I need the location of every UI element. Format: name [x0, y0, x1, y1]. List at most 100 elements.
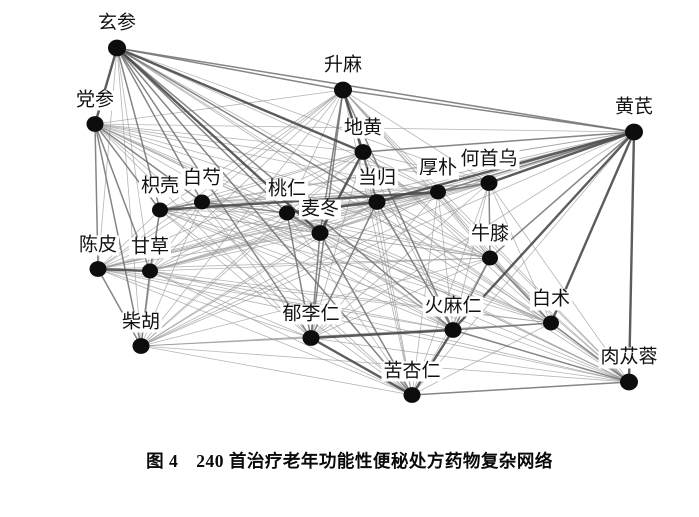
node-gancao [142, 263, 158, 279]
edge-shengma-chaihu [140, 89, 344, 347]
edge-xuanshen-chaihu [116, 47, 142, 347]
node-houpo [430, 184, 446, 200]
edge-maidong-baizhu [319, 232, 552, 324]
edge-houpo-gancao [149, 191, 439, 272]
node-zhiqiao [152, 202, 168, 218]
edge-niuxi-roucongrong [489, 257, 630, 383]
edge-danggui-maidong [319, 201, 378, 234]
edge-zhiqiao-gancao [149, 209, 161, 272]
node-niuxi [482, 250, 498, 266]
node-roucongrong [620, 373, 638, 391]
node-baishao [194, 194, 210, 210]
edge-yuliren-roucongrong [310, 337, 630, 383]
edge-gancao-yuliren [149, 270, 312, 339]
edge-zhiqiao-roucongrong [159, 209, 630, 383]
edge-xuanshen-danggui [116, 47, 378, 203]
edge-xuanshen-yuliren [116, 47, 312, 339]
edge-chaihu-kuxingren [140, 345, 413, 396]
edge-zhiqiao-baizhu [159, 209, 552, 324]
edge-huangqi-roucongrong [627, 131, 636, 383]
edge-shengma-kuxingren [342, 89, 413, 396]
edge-huangqi-huomaren [452, 131, 635, 331]
edge-xuanshen-heshouwu [116, 47, 490, 184]
edge-danggui-roucongrong [376, 201, 630, 383]
edge-maidong-niuxi [319, 232, 491, 259]
edge-dihuang-maidong [318, 151, 365, 234]
node-huomaren [444, 322, 462, 338]
edge-dangshen-baishao [94, 123, 203, 203]
edge-heshouwu-maidong [319, 182, 490, 234]
edge-shengma-dihuang [341, 89, 365, 153]
edge-maidong-huomaren [319, 232, 454, 331]
edge-heshouwu-houpo [437, 182, 490, 193]
edge-huomaren-yuliren [310, 328, 454, 340]
edge-yuliren-kuxingren [310, 336, 413, 397]
edge-maidong-chenpi [97, 232, 321, 270]
edge-shengma-zhiqiao [159, 89, 344, 211]
edge-gancao-chaihu [140, 270, 151, 347]
edge-huomaren-kuxingren [410, 329, 455, 396]
edge-heshouwu-niuxi [488, 182, 491, 259]
node-maidong [311, 225, 329, 241]
edge-shengma-roucongrong [342, 89, 630, 383]
network-graph [86, 39, 643, 403]
node-yuliren [302, 330, 320, 346]
edge-taoren-niuxi [286, 212, 491, 259]
edge-xuanshen-huangqi [116, 47, 635, 133]
edge-xuanshen-dihuang [116, 46, 364, 154]
node-danggui [368, 194, 386, 210]
edge-xuanshen-taoren [116, 47, 288, 214]
node-baizhu [543, 315, 559, 331]
edge-chenpi-kuxingren [97, 268, 413, 396]
edge-yuliren-chaihu [140, 337, 312, 347]
edge-xuanshen-dangshen [93, 47, 119, 125]
edge-huangqi-maidong [319, 131, 635, 234]
edge-chenpi-huomaren [97, 268, 454, 331]
edge-dihuang-baishao [201, 151, 364, 203]
edge-gancao-roucongrong [149, 270, 630, 383]
edge-chenpi-yuliren [97, 268, 312, 339]
edge-dangshen-zhiqiao [94, 123, 161, 211]
edge-xuanshen-gancao [116, 47, 151, 272]
edge-huangqi-baizhu [549, 131, 636, 324]
edge-chenpi-gancao [97, 267, 151, 273]
edge-huangqi-heshouwu [488, 130, 635, 185]
edge-houpo-niuxi [437, 191, 491, 259]
edge-baizhu-kuxingren [411, 322, 552, 396]
edge-niuxi-baizhu [489, 257, 552, 324]
edge-huangqi-chaihu [140, 131, 635, 347]
node-dihuang [354, 144, 372, 160]
edge-shengma-baishao [201, 89, 344, 203]
edge-baishao-taoren [201, 201, 288, 214]
edge-dangshen-kuxingren [94, 123, 413, 396]
edge-dangshen-chenpi [94, 123, 99, 270]
edge-niuxi-yuliren [310, 257, 491, 339]
node-kuxingren [403, 387, 421, 403]
edge-danggui-baizhu [376, 201, 552, 324]
edge-gancao-kuxingren [149, 270, 413, 396]
edge-shengma-huangqi [342, 89, 635, 133]
node-shengma [334, 81, 352, 99]
edge-danggui-niuxi [376, 201, 491, 259]
edge-huomaren-roucongrong [452, 329, 630, 383]
edge-gancao-huomaren [149, 270, 454, 331]
edge-taoren-chenpi [97, 212, 288, 270]
edge-zhiqiao-taoren [159, 209, 288, 214]
edge-houpo-chaihu [140, 191, 439, 347]
edge-baishao-huomaren [201, 201, 454, 331]
edge-huangqi-dihuang [362, 131, 635, 153]
edge-taoren-baizhu [286, 212, 552, 324]
edge-huangqi-niuxi [489, 131, 635, 259]
edge-huangqi-taoren [286, 131, 635, 214]
edge-xuanshen-niuxi [116, 47, 491, 259]
node-huangqi [625, 123, 643, 141]
node-taoren [279, 205, 295, 221]
edge-shengma-gancao [149, 89, 344, 272]
edge-dangshen-yuliren [94, 123, 312, 339]
edge-chenpi-chaihu [97, 268, 142, 347]
edge-xuanshen-kuxingren [116, 47, 413, 396]
edge-dihuang-roucongrong [362, 151, 630, 383]
edge-danggui-chaihu [140, 201, 378, 347]
figure-caption: 图 4 240 首治疗老年功能性便秘处方药物复杂网络 [146, 451, 553, 471]
